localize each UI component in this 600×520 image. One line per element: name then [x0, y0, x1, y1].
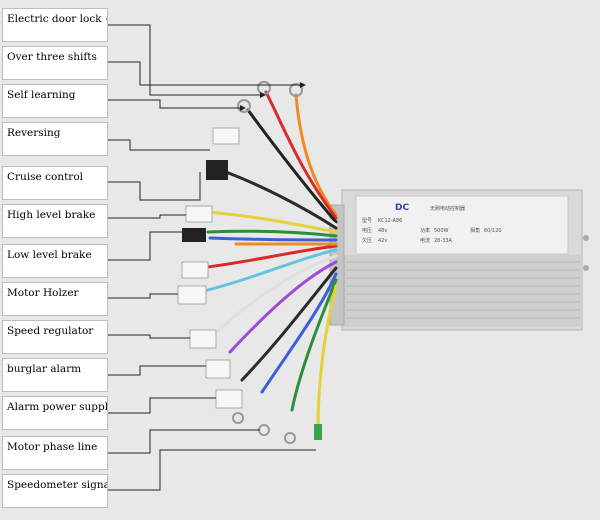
ring-terminal-2	[257, 81, 271, 95]
leader-line-5	[108, 172, 201, 201]
green-terminal	[314, 424, 322, 440]
power-value: 500W	[434, 228, 449, 234]
ring-terminal-4	[232, 412, 244, 424]
current-value: 28-33A	[434, 238, 453, 244]
ring-terminal-1	[289, 83, 303, 97]
label-self-learning: Self learning	[2, 84, 108, 118]
leader-line-3	[108, 99, 240, 109]
label-over-three-shifts: Over three shifts	[2, 46, 108, 80]
ring-terminal-5	[258, 424, 270, 436]
label-burglar-alarm: burglar alarm	[2, 358, 108, 392]
leader-line-8	[108, 293, 178, 299]
label-speedometer-signal: Speedometer signal	[2, 474, 108, 508]
leader-line-4	[108, 139, 210, 151]
label-speed-regulator: Speed regulator	[2, 320, 108, 354]
leader-line-2	[108, 61, 300, 86]
connector-white-3	[181, 261, 209, 279]
model-value: KC12-A86	[378, 218, 402, 224]
connector-white-5	[189, 329, 217, 349]
phase-label: 相角	[470, 227, 480, 234]
connector-white-1	[212, 127, 240, 145]
connector-black-2	[182, 228, 206, 242]
leader-line-13	[108, 449, 316, 491]
connector-white-7	[215, 389, 243, 409]
leader-line-1	[108, 24, 260, 96]
power-label: 功率	[420, 227, 430, 234]
label-electric-door-lock: Electric door lock + power	[2, 8, 108, 42]
phase-value: 60/120	[484, 228, 502, 234]
label-high-level-brake: High level brake	[2, 204, 108, 238]
model-label: 型号	[362, 217, 372, 224]
controller-label-plate	[355, 195, 569, 255]
voltage-value: 48v	[378, 228, 387, 234]
wire-bundle	[198, 90, 338, 432]
controller-brand: 无刷电动控制器	[430, 205, 465, 212]
label-alarm-power-supply: Alarm power supply	[2, 396, 108, 430]
leader-line-6	[108, 214, 186, 219]
leader-line-7	[108, 231, 182, 261]
undervolt-value: 42v	[378, 238, 387, 244]
arrowheads	[240, 82, 306, 111]
voltage-label: 电压	[362, 227, 372, 234]
ring-terminal-3	[237, 99, 251, 113]
current-label: 电流	[420, 237, 430, 244]
connector-white-2	[185, 205, 213, 223]
label-low-level-brake: Low level brake	[2, 244, 108, 278]
leader-line-12	[108, 429, 260, 454]
label-cruise-control: Cruise control	[2, 166, 108, 200]
connector-white-4	[177, 285, 207, 305]
connector-black-1	[206, 160, 228, 180]
undervolt-label: 欠压	[362, 237, 372, 244]
controller-heatsink	[342, 255, 582, 327]
leader-line-11	[108, 397, 216, 414]
label-motor-phase-line: Motor phase line	[2, 436, 108, 470]
connector-white-6	[205, 359, 231, 379]
label-reversing: Reversing	[2, 122, 108, 156]
controller-logo: DC	[395, 203, 409, 213]
leader-line-9	[108, 334, 190, 339]
label-motor-holzer: Motor Holzer	[2, 282, 108, 316]
leader-line-10	[108, 365, 206, 376]
controller-unit: DC 无刷电动控制器 型号 KC12-A86 电压 48v 功率 500W 相角…	[329, 189, 589, 331]
leader-lines	[108, 24, 316, 491]
ring-terminal-6	[284, 432, 296, 444]
